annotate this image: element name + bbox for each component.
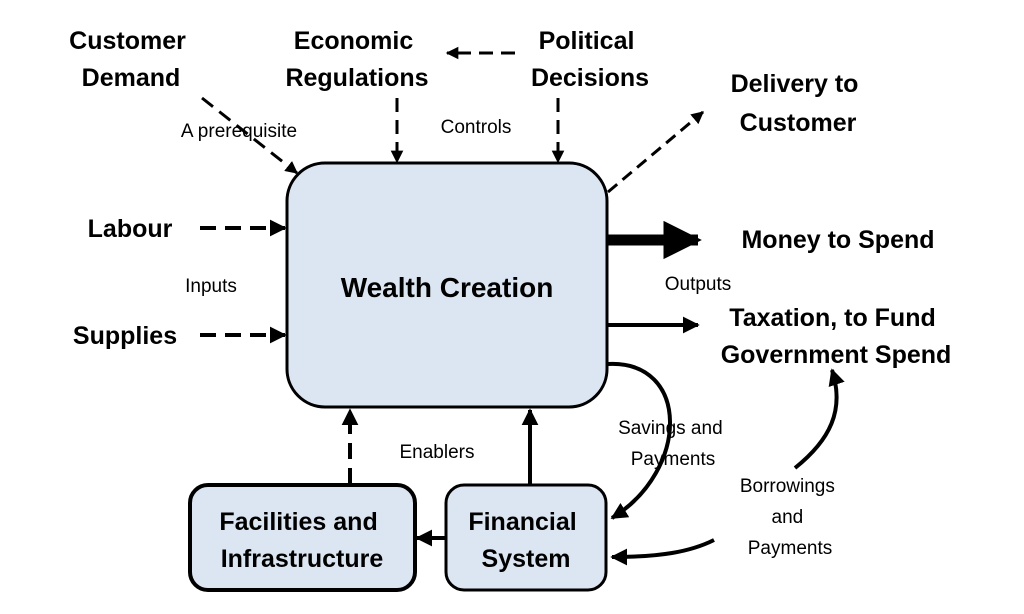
facilities-box (188, 483, 417, 592)
taxation-label: Taxation, to Fund Government Spend (721, 304, 952, 369)
outputs-label: Outputs (665, 274, 732, 295)
financial-system-box (444, 483, 608, 592)
savings-arrow (607, 361, 672, 520)
inputs-label: Inputs (185, 276, 237, 297)
supplies-label: Supplies (73, 322, 177, 350)
delivery-label: Delivery to Customer (731, 70, 866, 137)
customer-demand-label: Customer Demand (69, 27, 193, 92)
controls-label: Controls (441, 117, 512, 138)
facilities-label: Facilities and Infrastructure (219, 508, 384, 573)
prerequisite-label: A prerequisite (181, 121, 297, 142)
borrowings-left-arrow (610, 538, 715, 566)
borrowings-label: Borrowings and Payments (740, 476, 840, 559)
labour-label: Labour (88, 215, 173, 243)
political-decisions-label: Political Decisions (531, 27, 649, 92)
money-label: Money to Spend (741, 226, 934, 254)
enablers-label: Enablers (400, 442, 475, 463)
wealth-creation-label: Wealth Creation (341, 272, 554, 303)
prerequisite-arrow (201, 96, 298, 175)
economic-regulations-label: Economic Regulations (285, 27, 428, 92)
borrowings-up-arrow (793, 368, 845, 470)
delivery-arrow (607, 110, 704, 194)
savings-label: Savings and Payments (618, 418, 728, 470)
financial-label: Financial System (468, 508, 583, 573)
wealth-creation-box (285, 161, 609, 409)
